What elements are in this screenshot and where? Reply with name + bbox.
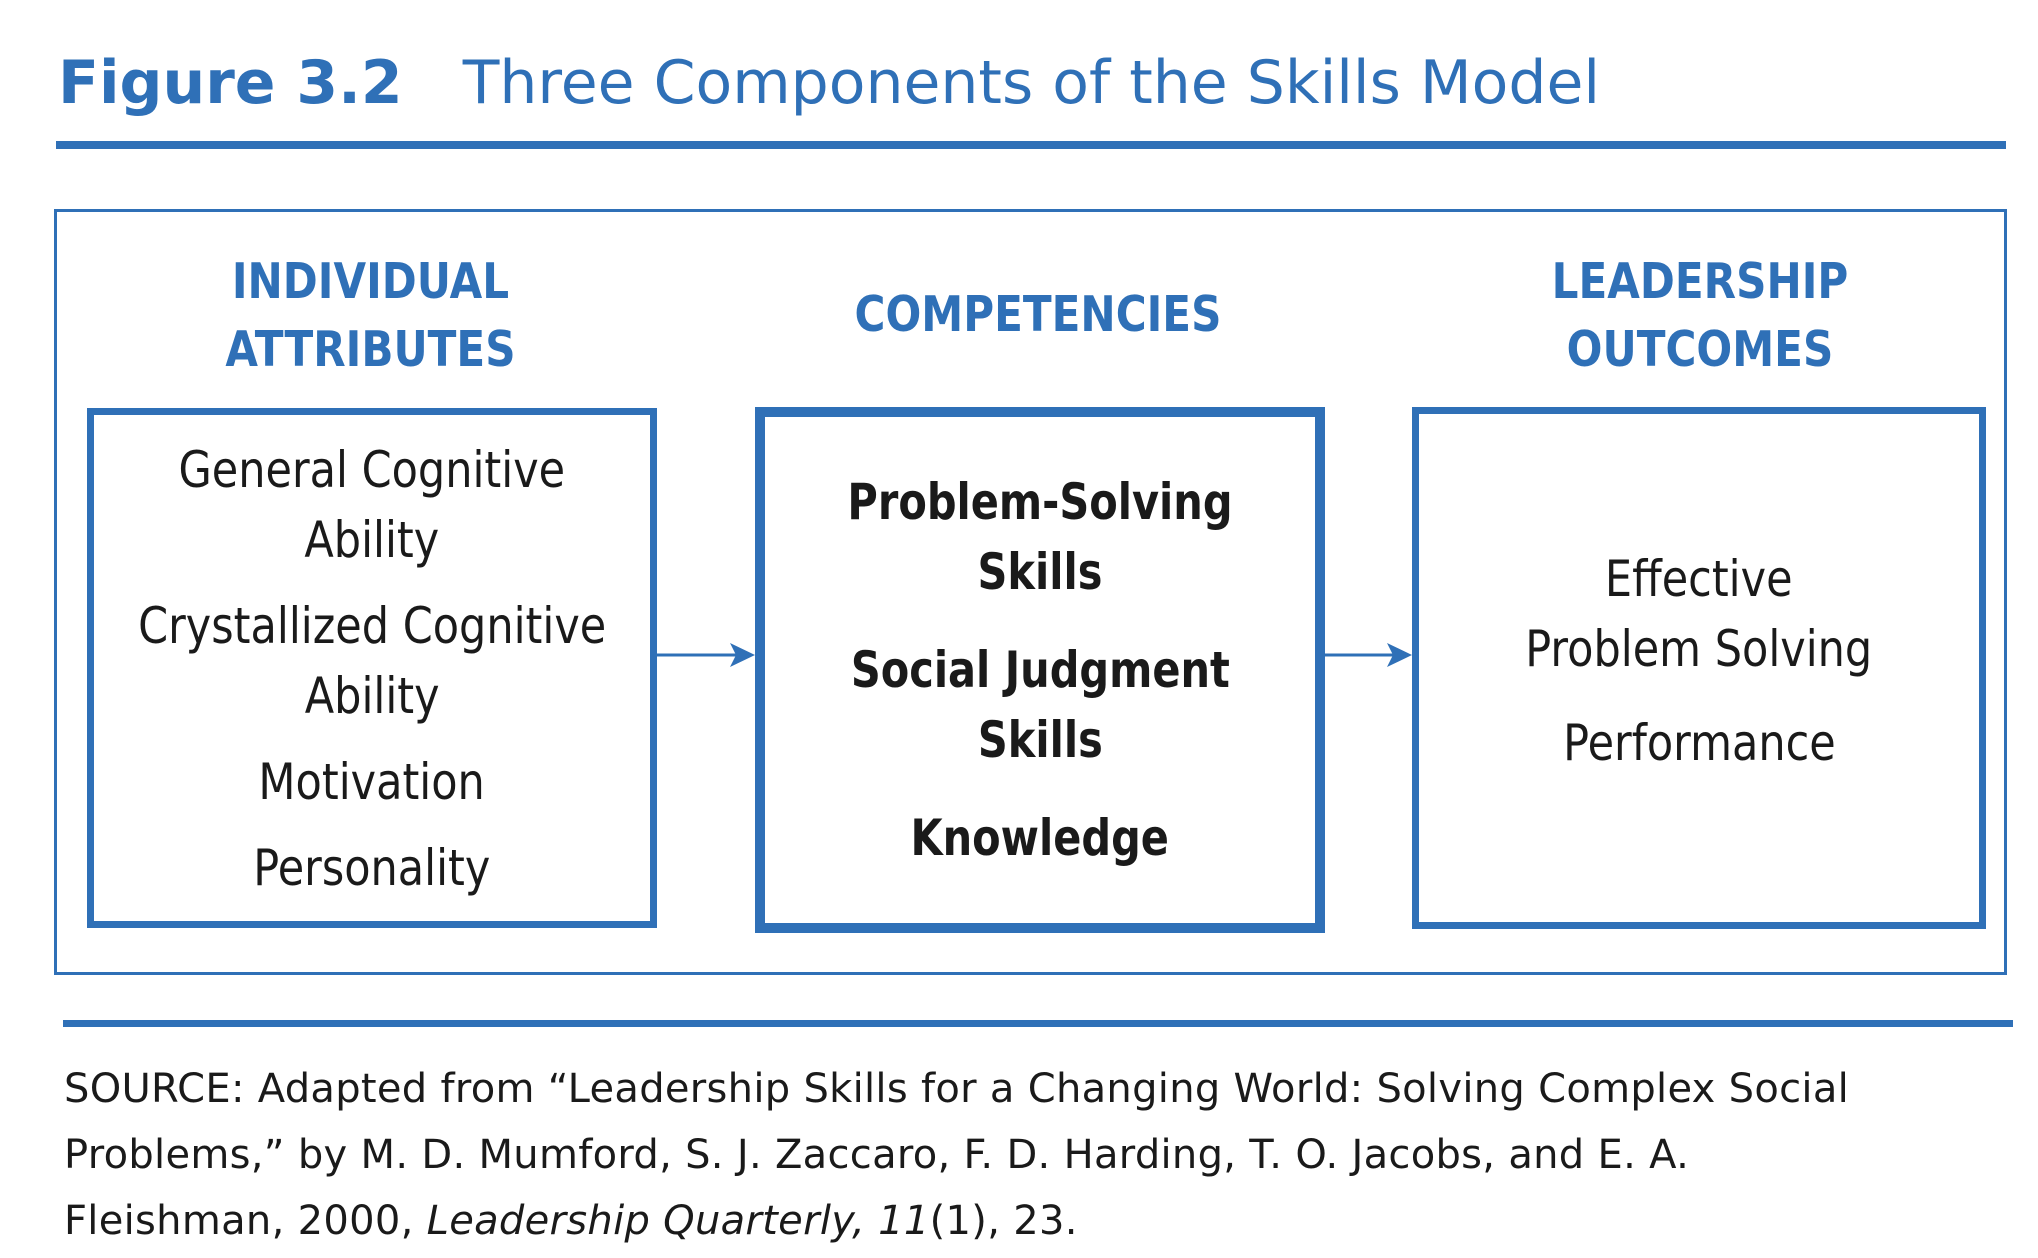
source-note: SOURCE: Adapted from “Leadership Skills …	[64, 1056, 2024, 1254]
outcome-item: Effective Problem Solving	[1526, 544, 1873, 684]
source-text: (1), 23.	[929, 1198, 1078, 1244]
competencies-box: Problem-Solving Skills Social Judgment S…	[755, 407, 1325, 933]
item-line: Problem Solving	[1525, 620, 1873, 678]
leadership-outcomes-box: Effective Problem Solving Performance	[1412, 407, 1986, 929]
title-rule	[56, 141, 2006, 149]
attribute-item: General Cognitive Ability	[179, 435, 566, 575]
source-line: Fleishman, 2000, Leadership Quarterly, 1…	[64, 1188, 2024, 1254]
heading-line: COMPETENCIES	[854, 286, 1222, 343]
outcome-item: Performance	[1563, 708, 1835, 778]
diagram-frame	[54, 209, 2007, 975]
attribute-item: Personality	[253, 833, 490, 903]
heading-line: INDIVIDUAL	[231, 253, 510, 310]
heading-line: OUTCOMES	[1566, 321, 1834, 378]
item-line: Motivation	[258, 753, 486, 811]
competency-item: Social Judgment Skills	[850, 635, 1229, 775]
item-line: Skills	[977, 543, 1103, 601]
figure-number: Figure 3.2	[58, 48, 403, 118]
item-line: General Cognitive	[178, 441, 566, 499]
item-line: Performance	[1562, 714, 1836, 772]
competency-item: Problem-Solving Skills	[847, 467, 1232, 607]
heading-leadership-outcomes: LEADERSHIP OUTCOMES	[1455, 248, 1945, 384]
attribute-item: Motivation	[259, 747, 485, 817]
competency-item: Knowledge	[911, 803, 1169, 873]
item-line: Personality	[253, 839, 491, 897]
item-line: Social Judgment	[850, 641, 1230, 699]
source-rule	[63, 1020, 2013, 1027]
source-line: SOURCE: Adapted from “Leadership Skills …	[64, 1066, 1850, 1112]
source-text: Fleishman, 2000,	[64, 1198, 427, 1244]
item-line: Crystallized Cognitive	[137, 597, 607, 655]
figure-caption: Three Components of the Skills Model	[462, 48, 1601, 118]
item-line: Skills	[977, 711, 1103, 769]
item-line: Problem-Solving	[847, 473, 1233, 531]
item-line: Ability	[304, 667, 440, 725]
attribute-item: Crystallized Cognitive Ability	[138, 591, 606, 731]
journal-volume: 11	[865, 1198, 930, 1244]
figure-title: Figure 3.2 Three Components of the Skills…	[58, 38, 1600, 128]
journal-title: Leadership Quarterly,	[426, 1198, 866, 1244]
item-line: Ability	[304, 511, 440, 569]
heading-line: ATTRIBUTES	[225, 321, 516, 378]
heading-competencies: COMPETENCIES	[795, 281, 1282, 349]
item-line: Knowledge	[910, 809, 1170, 867]
individual-attributes-box: General Cognitive Ability Crystallized C…	[87, 408, 657, 928]
source-line: Problems,” by M. D. Mumford, S. J. Zacca…	[64, 1132, 1690, 1178]
item-line: Effective	[1605, 550, 1793, 608]
heading-individual-attributes: INDIVIDUAL ATTRIBUTES	[127, 248, 615, 384]
heading-line: LEADERSHIP	[1551, 253, 1849, 310]
